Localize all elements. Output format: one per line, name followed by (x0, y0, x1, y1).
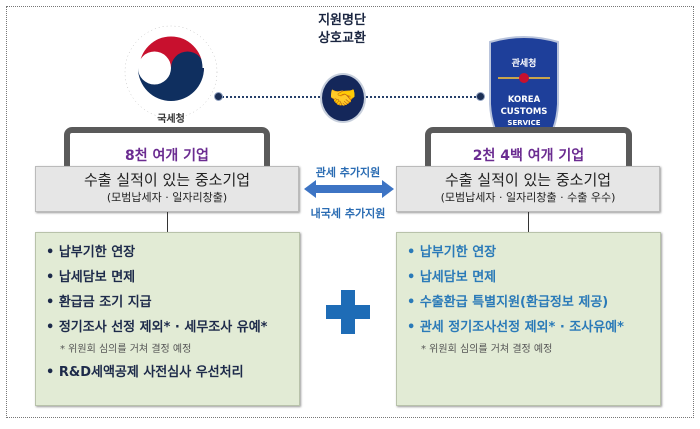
nts-vline (167, 212, 168, 232)
diagram-frame (6, 6, 694, 418)
list-item: • 납세담보 면제 (407, 270, 497, 285)
svg-text:SERVICE: SERVICE (507, 119, 540, 127)
kcs-benefits: • 납부기한 연장 • 납세담보 면제 • 수출환급 특별지원(환급정보 제공)… (396, 232, 661, 406)
list-item: • 납부기한 연장 (407, 245, 497, 260)
customs-extra-label: 관세 추가지원 (315, 166, 381, 179)
handshake-icon: 🤝 (320, 73, 366, 123)
double-arrow-icon (304, 180, 394, 198)
kcs-bracket (425, 127, 632, 167)
kcs-note: * 위원회 심의를 거쳐 결정 예정 (421, 344, 553, 355)
svg-text:국세청: 국세청 (157, 112, 185, 125)
connector-dot-left (214, 92, 223, 101)
list-item: • 환급금 조기 지급 (46, 295, 152, 310)
plus-icon (326, 290, 370, 334)
exchange-label-line2: 상호교환 (318, 31, 366, 46)
kcs-target-box: 수출 실적이 있는 중소기업 (모범납세자 · 일자리창출 · 수출 우수) (396, 166, 660, 212)
nts-benefits: • 납부기한 연장 • 납세담보 면제 • 환급금 조기 지급 • 정기조사 선… (35, 232, 300, 406)
nts-box-sub: (모범납세자 · 일자리창출) (106, 191, 228, 204)
domestic-extra-label: 내국세 추가지원 (310, 207, 386, 220)
list-item: • 납부기한 연장 (46, 245, 136, 260)
nts-box-title: 수출 실적이 있는 중소기업 (83, 171, 251, 189)
svg-text:CUSTOMS: CUSTOMS (501, 107, 548, 117)
list-item: • R&D세액공제 사전심사 우선처리 (46, 365, 244, 380)
exchange-label: 지원명단 상호교환 (290, 12, 394, 48)
nts-target-box: 수출 실적이 있는 중소기업 (모범납세자 · 일자리창출) (35, 166, 299, 212)
svg-text:KOREA: KOREA (508, 95, 541, 105)
kcs-vline (528, 212, 529, 232)
kcs-box-sub: (모범납세자 · 일자리창출 · 수출 우수) (440, 191, 616, 204)
list-item: • 수출환급 특별지원(환급정보 제공) (407, 295, 609, 310)
kcs-box-title: 수출 실적이 있는 중소기업 (444, 171, 612, 189)
kcs-count: 2천 4백 여개 기업 (472, 148, 585, 164)
list-item: • 납세담보 면제 (46, 270, 136, 285)
svg-text:관세청: 관세청 (512, 57, 537, 69)
list-item: • 관세 정기조사선정 제외* · 조사유예* (407, 320, 624, 335)
nts-bracket (64, 127, 270, 167)
exchange-label-line1: 지원명단 (318, 13, 366, 28)
nts-logo: 국세청 (124, 25, 218, 125)
nts-count: 8천 여개 기업 (125, 148, 209, 164)
list-item: • 정기조사 선정 제외* · 세무조사 유예* (46, 320, 268, 335)
connector-dot-right (476, 92, 485, 101)
nts-note: * 위원회 심의를 거쳐 결정 예정 (60, 344, 192, 355)
